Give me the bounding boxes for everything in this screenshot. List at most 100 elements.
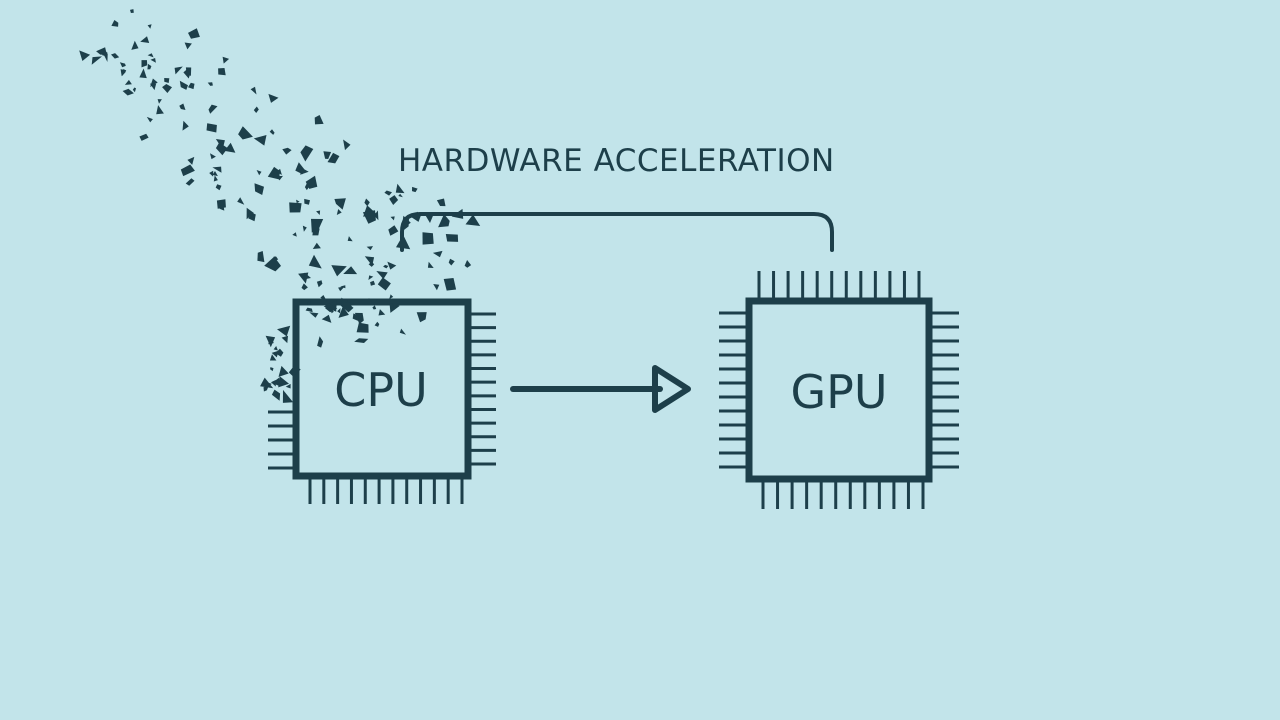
- particle-fragment: [465, 214, 481, 226]
- particle-fragment: [102, 52, 108, 62]
- particle-fragment: [372, 305, 377, 310]
- particle-fragment: [340, 285, 346, 289]
- particle-fragment: [342, 301, 352, 309]
- particle-fragment: [273, 346, 278, 351]
- particle-fragment: [278, 376, 289, 388]
- particle-fragment: [111, 53, 120, 59]
- gpu-chip-body: [745, 297, 933, 483]
- particle-fragment: [311, 218, 324, 233]
- particle-fragment: [139, 133, 149, 141]
- cpu-label: CPU: [334, 363, 428, 417]
- particle-fragment: [222, 56, 230, 64]
- particle-fragment: [296, 199, 300, 204]
- particle-fragment: [210, 153, 216, 160]
- particle-fragment: [309, 312, 319, 318]
- particle-fragment: [150, 78, 158, 87]
- particle-fragment: [185, 178, 195, 186]
- particle-fragment: [384, 190, 392, 196]
- particle-fragment: [248, 212, 256, 222]
- particle-fragment: [416, 312, 427, 323]
- particle-fragment: [265, 335, 276, 348]
- particle-fragment: [218, 68, 226, 76]
- particle-fragment: [147, 53, 154, 58]
- particle-fragment: [207, 82, 213, 86]
- particle-fragment: [362, 210, 376, 224]
- particle-fragment: [377, 277, 391, 291]
- particle-fragment: [368, 298, 378, 305]
- diagram-title: HARDWARE ACCELERATION: [398, 143, 835, 179]
- particle-fragment: [334, 198, 346, 210]
- particle-fragment: [139, 68, 147, 79]
- particle-fragment: [388, 225, 399, 236]
- particle-fragment: [312, 242, 321, 249]
- particle-fragment: [180, 164, 195, 177]
- particle-fragment: [390, 216, 395, 221]
- particle-fragment: [438, 214, 450, 228]
- particle-fragment: [179, 80, 188, 90]
- particle-fragment: [275, 348, 284, 357]
- particle-fragment: [215, 142, 228, 156]
- particle-fragment: [215, 184, 222, 191]
- particle-fragment: [254, 183, 264, 195]
- particle-fragment: [337, 308, 341, 314]
- particle-fragment: [206, 123, 217, 133]
- particle-fragment: [383, 264, 389, 269]
- particle-fragment: [257, 251, 265, 263]
- particle-fragment: [147, 24, 152, 29]
- gpu-chip-icon: GPU: [719, 271, 959, 509]
- particle-fragment: [364, 256, 375, 266]
- particle-fragment: [304, 198, 310, 205]
- particle-fragment: [278, 365, 289, 377]
- particle-fragment: [422, 232, 434, 245]
- particle-fragment: [300, 145, 314, 162]
- particle-fragment: [289, 202, 302, 213]
- particle-fragment: [443, 278, 457, 291]
- particle-fragment: [316, 280, 323, 288]
- particle-fragment: [212, 166, 222, 173]
- particle-fragment: [276, 168, 282, 175]
- particle-fragment: [292, 232, 297, 237]
- particle-fragment: [182, 120, 189, 131]
- particle-fragment: [174, 66, 183, 75]
- particle-fragment: [132, 87, 136, 93]
- particle-fragment: [399, 328, 406, 335]
- particle-fragment: [273, 256, 279, 261]
- particle-fragment: [281, 335, 288, 344]
- particle-fragment: [146, 116, 153, 123]
- particle-fragment: [91, 56, 103, 65]
- particle-fragment: [389, 195, 399, 205]
- particle-fragment: [448, 258, 455, 266]
- particle-fragment: [282, 147, 292, 155]
- particle-fragment: [213, 175, 218, 182]
- particle-fragment: [209, 170, 214, 177]
- particle-fragment: [356, 322, 369, 333]
- particle-fragment: [352, 313, 359, 322]
- particle-fragment: [264, 256, 281, 272]
- particle-fragment: [370, 280, 376, 286]
- particle-fragment: [323, 151, 332, 159]
- particle-fragment: [317, 336, 324, 348]
- particle-fragment: [253, 106, 259, 113]
- particle-fragment: [364, 198, 370, 207]
- particle-fragment: [336, 209, 342, 215]
- particle-fragment: [246, 207, 254, 220]
- particle-fragment: [301, 283, 308, 291]
- particle-fragment: [338, 306, 349, 318]
- particle-fragment: [277, 325, 291, 337]
- particle-fragment: [212, 171, 218, 177]
- particle-fragment: [122, 88, 134, 96]
- particle-fragment: [302, 225, 307, 232]
- particle-fragment: [285, 383, 291, 389]
- dissolving-particles-icon: [79, 9, 481, 403]
- particle-fragment: [215, 139, 225, 150]
- particle-fragment: [188, 28, 200, 39]
- particle-fragment: [268, 93, 279, 103]
- particle-fragment: [432, 250, 443, 258]
- particle-fragment: [147, 63, 152, 70]
- particle-fragment: [392, 303, 399, 310]
- particle-fragment: [162, 84, 172, 93]
- particle-fragment: [347, 236, 353, 242]
- particle-fragment: [150, 58, 156, 63]
- gpu-label: GPU: [790, 365, 887, 419]
- particle-fragment: [121, 68, 126, 76]
